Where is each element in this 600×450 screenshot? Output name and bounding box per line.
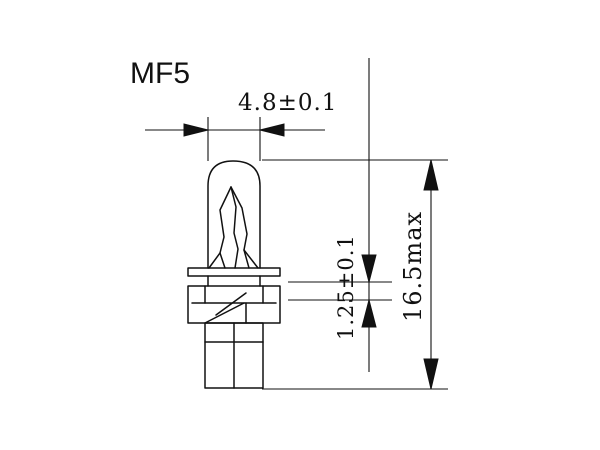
base-block [187, 285, 281, 324]
lamp-outline [187, 160, 281, 389]
height-label: 16.5max [399, 211, 427, 322]
collar-top [187, 267, 281, 277]
filament [219, 186, 232, 269]
base-pins [204, 322, 264, 389]
height-dimension: 16.5max [262, 159, 448, 390]
base-gap-dimension: 1.25±0.1 [288, 58, 392, 372]
base-gap-label: 1.25±0.1 [334, 234, 358, 340]
width-label: 4.8±0.1 [238, 90, 337, 116]
model-title: MF5 [130, 57, 190, 90]
glass-bulb [207, 160, 261, 269]
width-dimension: 4.8±0.1 [145, 90, 337, 161]
